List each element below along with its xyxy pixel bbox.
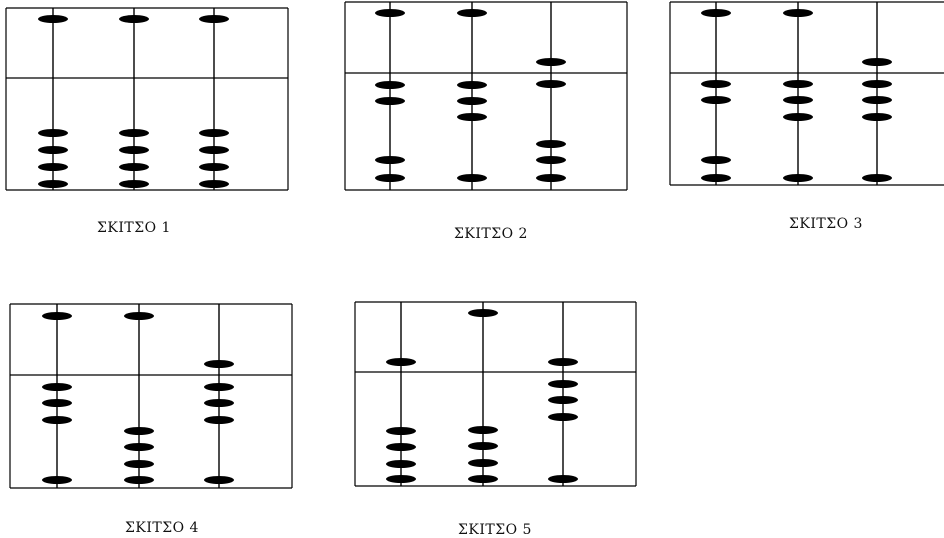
abacus-4-rod-3-lower-bead [204,476,234,484]
abacus-4-rod-3-lower-bead [204,399,234,407]
abacus-5-rod-1-lower-bead [386,427,416,435]
abacus-4-rod-2-lower-bead [124,460,154,468]
abacus-3-rod-3-lower-bead [862,174,892,182]
abacus-3-rod-2-lower-bead [783,174,813,182]
abacus-2-rod-2-lower-bead [457,174,487,182]
abacus-4-rod-1-lower-bead [42,399,72,407]
abacus-5-rod-3-upper-bead [548,358,578,366]
caption-sketch-4: ΣΚΙΤΣΟ 4 [125,520,199,536]
abacus-1-rod-1-lower-bead [38,180,68,188]
abacus-5-rod-1-lower-bead [386,475,416,483]
abacus-3-rod-3-lower-bead [862,96,892,104]
abacus-1-rod-3-lower-bead [199,163,229,171]
abacus-2-rod-1-lower-bead [375,174,405,182]
abacus-1-rod-2-lower-bead [119,180,149,188]
abacus-1-rod-1-lower-bead [38,163,68,171]
abacus-4-rod-1-lower-bead [42,416,72,424]
abacus-2-rod-2-lower-bead [457,81,487,89]
abacus-2-rod-3-lower-bead [536,140,566,148]
abacus-2-rod-2-lower-bead [457,113,487,121]
abacus-5-rod-2-lower-bead [468,475,498,483]
abacus-4-rod-3-lower-bead [204,383,234,391]
abacus-4-rod-2-upper-bead [124,312,154,320]
abacus-1-rod-2-upper-bead [119,15,149,23]
abacus-1-rod-3-lower-bead [199,129,229,137]
abacus-1-rod-1-lower-bead [38,146,68,154]
abacus-1-rod-1-upper-bead [38,15,68,23]
abacus-4-rod-1-upper-bead [42,312,72,320]
abacus-5-rod-2-lower-bead [468,426,498,434]
abacus-4-rod-1-lower-bead [42,476,72,484]
abacus-2-rod-1-lower-bead [375,81,405,89]
abacus-3-rod-1-lower-bead [701,174,731,182]
abacus-3-rod-1-lower-bead [701,96,731,104]
abacus-1-rod-2-lower-bead [119,163,149,171]
abacus-2-rod-3-upper-bead [536,58,566,66]
abacus-2-rod-1-upper-bead [375,9,405,17]
abacus-5-rod-3-lower-bead [548,380,578,388]
abacus-2-rod-2-upper-bead [457,9,487,17]
abacus-1-rod-3-lower-bead [199,146,229,154]
abacus-5-rod-1-lower-bead [386,443,416,451]
abacus-5-rod-1-lower-bead [386,460,416,468]
abacus-5-rod-1-upper-bead [386,358,416,366]
abacus-1-rod-2-lower-bead [119,146,149,154]
abacus-5-rod-3-lower-bead [548,396,578,404]
abacus-3-rod-3-lower-bead [862,113,892,121]
abacus-2-rod-1-lower-bead [375,97,405,105]
abacus-3-rod-2-upper-bead [783,9,813,17]
abacus-3-rod-2-lower-bead [783,96,813,104]
abacus-5-rod-2-lower-bead [468,442,498,450]
caption-sketch-2: ΣΚΙΤΣΟ 2 [454,226,528,242]
abacus-4-rod-1-lower-bead [42,383,72,391]
abacus-2-rod-1-lower-bead [375,156,405,164]
abacus-4-rod-3-upper-bead [204,360,234,368]
abacus-3-rod-2-lower-bead [783,113,813,121]
abacus-3-rod-3-lower-bead [862,80,892,88]
abacus-1-rod-2-lower-bead [119,129,149,137]
abacus-5-rod-3-lower-bead [548,413,578,421]
abacus-1-rod-3-upper-bead [199,15,229,23]
abacus-4-rod-2-lower-bead [124,427,154,435]
caption-sketch-1: ΣΚΙΤΣΟ 1 [97,220,171,236]
abacus-3-rod-3-upper-bead [862,58,892,66]
abacus-2-rod-3-lower-bead [536,156,566,164]
abacus-2-rod-2-lower-bead [457,97,487,105]
abacus-2-rod-3-lower-bead [536,80,566,88]
abacus-2-rod-3-lower-bead [536,174,566,182]
abacus-4-rod-2-lower-bead [124,443,154,451]
abacus-1-rod-3-lower-bead [199,180,229,188]
abacus-4-rod-2-lower-bead [124,476,154,484]
abacus-5-rod-2-lower-bead [468,459,498,467]
abacus-3-rod-2-lower-bead [783,80,813,88]
abacus-5-rod-3-lower-bead [548,475,578,483]
abacus-3-rod-1-lower-bead [701,156,731,164]
abacus-3-rod-1-upper-bead [701,9,731,17]
abacus-5-rod-2-upper-bead [468,309,498,317]
caption-sketch-3: ΣΚΙΤΣΟ 3 [789,216,863,232]
abacus-3-rod-1-lower-bead [701,80,731,88]
abacus-4-rod-3-lower-bead [204,416,234,424]
abacus-1-rod-1-lower-bead [38,129,68,137]
caption-sketch-5: ΣΚΙΤΣΟ 5 [458,522,532,538]
